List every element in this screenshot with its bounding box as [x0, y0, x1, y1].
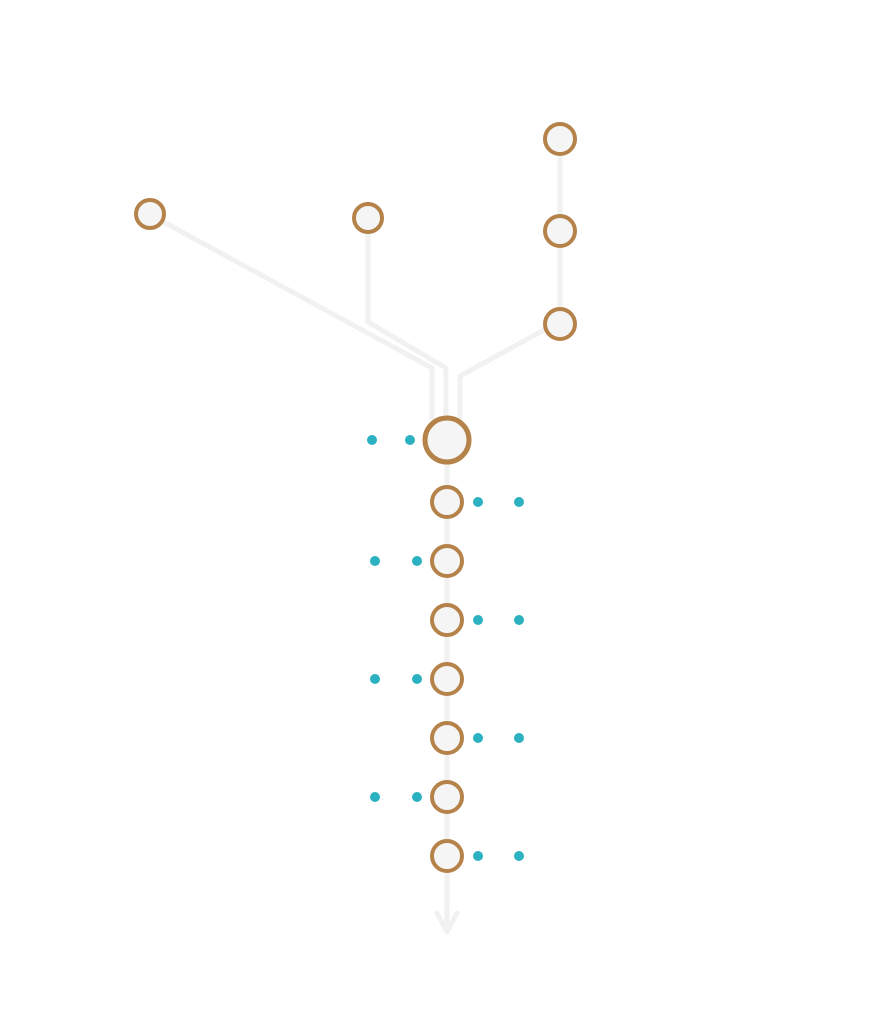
node-left-source: [134, 198, 166, 230]
dot-right-8b: [514, 851, 524, 861]
node-step-4: [430, 662, 464, 696]
node-step-2: [430, 544, 464, 578]
dot-right-4a: [473, 615, 483, 625]
connector-lines: [157, 153, 563, 928]
dot-left-3b: [412, 556, 422, 566]
dot-right-6a: [473, 733, 483, 743]
node-step-3: [430, 603, 464, 637]
dot-right-8a: [473, 851, 483, 861]
node-top-right-2: [543, 214, 577, 248]
dot-left-1b: [405, 435, 415, 445]
node-middle-source: [352, 202, 384, 234]
node-top-right-1: [543, 122, 577, 156]
connector-left-branch: [157, 217, 435, 421]
arrow-down-icon: [434, 910, 460, 935]
connector-middle-branch: [365, 231, 449, 421]
node-merge: [422, 415, 472, 465]
dot-left-1a: [367, 435, 377, 445]
dot-left-3a: [370, 556, 380, 566]
connector-right-branch: [457, 327, 547, 421]
dot-left-5a: [370, 674, 380, 684]
dot-right-4b: [514, 615, 524, 625]
dot-left-7b: [412, 792, 422, 802]
node-step-7: [430, 839, 464, 873]
dot-left-7a: [370, 792, 380, 802]
dot-left-5b: [412, 674, 422, 684]
node-step-6: [430, 780, 464, 814]
node-step-1: [430, 485, 464, 519]
indicator-dots: [367, 435, 524, 861]
node-top-right-3: [543, 307, 577, 341]
diagram-nodes: [134, 122, 577, 873]
dot-right-2b: [514, 497, 524, 507]
node-step-5: [430, 721, 464, 755]
dot-right-6b: [514, 733, 524, 743]
dot-right-2a: [473, 497, 483, 507]
